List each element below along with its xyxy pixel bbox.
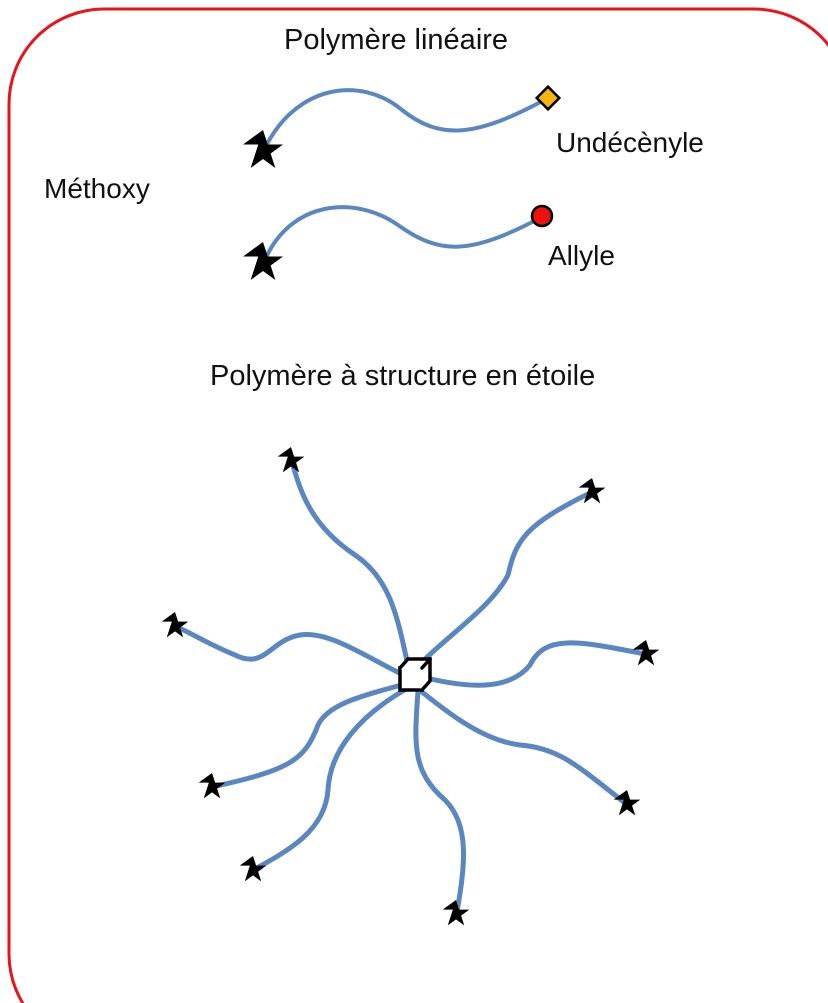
methoxy-star-icon — [243, 130, 283, 168]
frame-border — [7, 7, 828, 1003]
undecenyle-label: Undécènyle — [556, 127, 704, 158]
linear-polymer-undecenyle — [243, 84, 562, 168]
arm-end-star-icon — [277, 447, 305, 473]
linear-polymer-allyle — [243, 204, 554, 280]
star-arm — [289, 459, 413, 678]
polymer-chain — [262, 205, 542, 264]
methoxy-star-icon — [243, 242, 283, 280]
arm-end-star-icon — [578, 478, 606, 504]
linear-polymer-title: Polymère linéaire — [284, 24, 509, 56]
arm-end-star-icon — [442, 900, 470, 926]
star-arm — [410, 682, 628, 806]
polymer-chain — [262, 88, 550, 152]
methoxy-label: Méthoxy — [44, 173, 150, 204]
core-cube-icon — [398, 657, 432, 692]
allyle-circle-icon — [530, 204, 554, 228]
arm-end-star-icon — [613, 790, 641, 816]
star-polymer — [172, 459, 648, 915]
star-arm — [209, 680, 411, 790]
star-arm — [250, 685, 411, 873]
star-polymer-title: Polymère à structure en étoile — [210, 360, 596, 392]
star-arm — [412, 640, 648, 688]
star-arm — [409, 490, 593, 676]
undecenyle-diamond-icon — [534, 84, 562, 112]
allyle-label: Allyle — [548, 240, 615, 271]
arm-end-star-icon — [161, 612, 189, 638]
star-arm — [172, 623, 413, 681]
arm-end-star-icon — [239, 856, 267, 882]
star-arm — [413, 687, 466, 915]
